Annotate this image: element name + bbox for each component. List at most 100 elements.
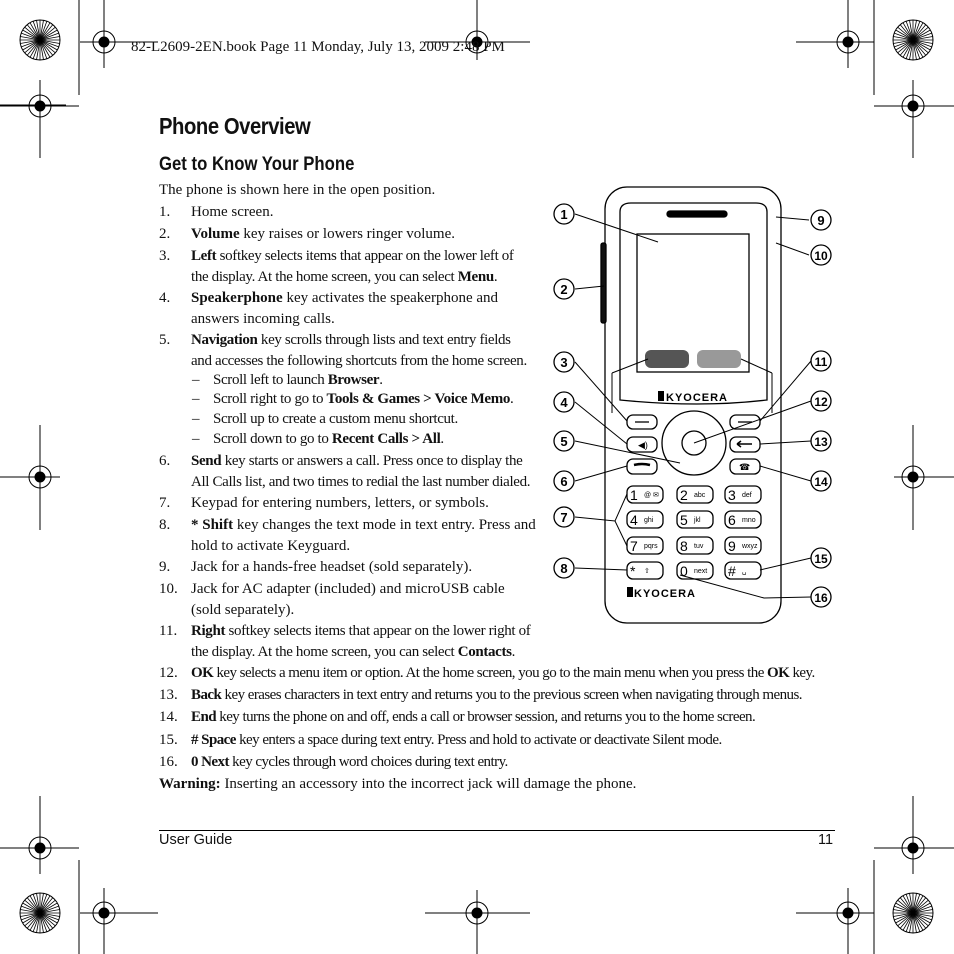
callout-circle: [553, 351, 575, 373]
bullet-dash: –: [192, 431, 200, 447]
shortcut-menu-path: Tools & Games > Voice Memo: [326, 391, 511, 407]
list-item-text: * Shift key changes the text mode in tex…: [191, 515, 536, 556]
callout-number: 16: [814, 591, 828, 605]
page-number: 11: [818, 832, 834, 848]
callout-number: 11: [815, 355, 828, 369]
keypad-letters: next: [694, 568, 707, 575]
shortcut-text: Scroll down to go to: [213, 431, 332, 447]
keypad-digit: 0: [680, 563, 688, 579]
list-item-description: Keypad for entering numbers, letters, or…: [191, 495, 489, 511]
left-softkey-label: [645, 350, 689, 368]
list-item-keyword: Send: [191, 453, 222, 469]
callout-number: 12: [814, 395, 828, 409]
callout-number: 6: [560, 474, 567, 489]
shortcut-text: Scroll left to launch: [213, 372, 328, 388]
callout-number: 4: [560, 395, 568, 410]
intro-text: The phone is shown here in the open posi…: [159, 182, 436, 198]
callout-circle: [810, 390, 832, 412]
callout-number: 8: [560, 561, 567, 576]
list-item-number: 2.: [159, 226, 171, 242]
callout-number: 2: [560, 282, 567, 297]
keypad-key: [626, 561, 664, 580]
shortcut-text: Scroll right to go to: [213, 391, 327, 407]
keypad-key: [626, 510, 664, 529]
list-item-description: key scrolls through lists and text entry…: [257, 332, 511, 348]
list-item-text: Jack for AC adapter (included) and micro…: [191, 579, 505, 620]
page-title: Phone Overview: [159, 113, 311, 139]
callout-number: 1: [560, 207, 567, 222]
speaker-icon: ◀): [638, 440, 648, 450]
list-item-text: # Space key enters a space during text e…: [191, 730, 722, 751]
list-item-text: Navigation key scrolls through lists and…: [191, 330, 527, 371]
list-item-text: Home screen.: [191, 202, 273, 223]
callout-number: 9: [817, 213, 824, 228]
list-item-text: Back key erases characters in text entry…: [191, 685, 803, 706]
bullet-dash: –: [192, 372, 200, 388]
list-item-keyword: * Shift: [191, 517, 234, 533]
earpiece-speaker: [666, 210, 728, 218]
list-item-number: 9.: [159, 559, 171, 575]
keypad-digit: 7: [630, 538, 638, 554]
shortcut-menu-path: Browser: [327, 372, 380, 388]
keypad-letters: jkl: [693, 517, 701, 524]
screen-bezel: [619, 202, 768, 405]
list-item-keyword: Left: [191, 248, 217, 264]
keypad-letters: ghi: [644, 517, 654, 524]
shortcut-text: .: [510, 391, 514, 407]
list-item-description: softkey selects items that appear on the…: [216, 248, 514, 264]
callout-circle: [810, 209, 832, 231]
right-softkey-label: [697, 350, 741, 368]
list-item-description: and accesses the following shortcuts fro…: [191, 352, 527, 369]
callout-number: 3: [560, 355, 567, 370]
list-item-description: Home screen.: [191, 204, 274, 220]
list-item-keyword: Right: [191, 623, 226, 639]
list-item-description: the display. At the home screen, you can…: [191, 268, 458, 285]
list-item-number: 14.: [159, 709, 178, 725]
callout-number: 14: [814, 475, 828, 489]
list-item-description: hold to activate Keyguard.: [191, 537, 351, 554]
list-item-number: 6.: [159, 453, 171, 469]
keypad-letters: tuv: [694, 543, 704, 550]
keypad-digit: 2: [680, 487, 688, 503]
list-item-text: Send key starts or answers a call. Press…: [191, 451, 530, 492]
keypad-digit: 3: [728, 487, 736, 503]
keypad-key: [724, 561, 762, 580]
list-item-description: Jack for a hands-free headset (sold sepa…: [191, 559, 473, 575]
ok-key: [681, 430, 707, 456]
callout-circle: [553, 557, 575, 579]
keypad-key: [724, 510, 762, 529]
keypad-key: [676, 485, 714, 504]
callout-circle: [810, 244, 832, 266]
list-item-description: softkey selects items that appear on the…: [225, 623, 531, 639]
shortcut-item: –Scroll up to create a custom menu short…: [192, 409, 458, 430]
list-item-description: key changes the text mode in text entry.…: [233, 517, 536, 533]
list-item-number: 7.: [159, 495, 171, 511]
list-item-description: .: [493, 268, 498, 285]
keypad-letters: mno: [742, 517, 756, 524]
list-item-description: key selects a menu item or option. At th…: [213, 665, 767, 681]
shortcut-item: –Scroll left to launch Browser.: [192, 370, 383, 391]
keypad-key: [676, 536, 714, 555]
list-item-number: 4.: [159, 290, 171, 306]
list-item-description: key enters a space during text entry. Pr…: [235, 732, 722, 748]
callout-circle: [810, 470, 832, 492]
keypad-digit: 9: [728, 538, 736, 554]
send-key: [626, 458, 658, 475]
list-item-number: 8.: [159, 517, 171, 533]
list-item-keyword: OK: [767, 665, 790, 681]
list-item-number: 11.: [159, 623, 178, 639]
callout-circle: [553, 430, 575, 452]
list-item-description: the display. At the home screen, you can…: [191, 643, 458, 660]
print-slug: 82-L2609-2EN.book Page 11 Monday, July 1…: [131, 39, 505, 55]
list-item-description: key erases characters in text entry and …: [221, 687, 803, 703]
speakerphone-key: [626, 436, 658, 453]
list-item-text: Jack for a hands-free headset (sold sepa…: [191, 557, 472, 578]
callout-circle: [810, 547, 832, 569]
keypad-letters: ␣: [742, 568, 746, 575]
brand-logo-bottom: KYOCERA: [634, 588, 696, 600]
list-item-keyword: # Space: [191, 732, 236, 748]
section-heading: Get to Know Your Phone: [159, 154, 355, 175]
list-item-description: key activates the speakerphone and: [282, 290, 499, 306]
keypad-digit: 8: [680, 538, 688, 554]
